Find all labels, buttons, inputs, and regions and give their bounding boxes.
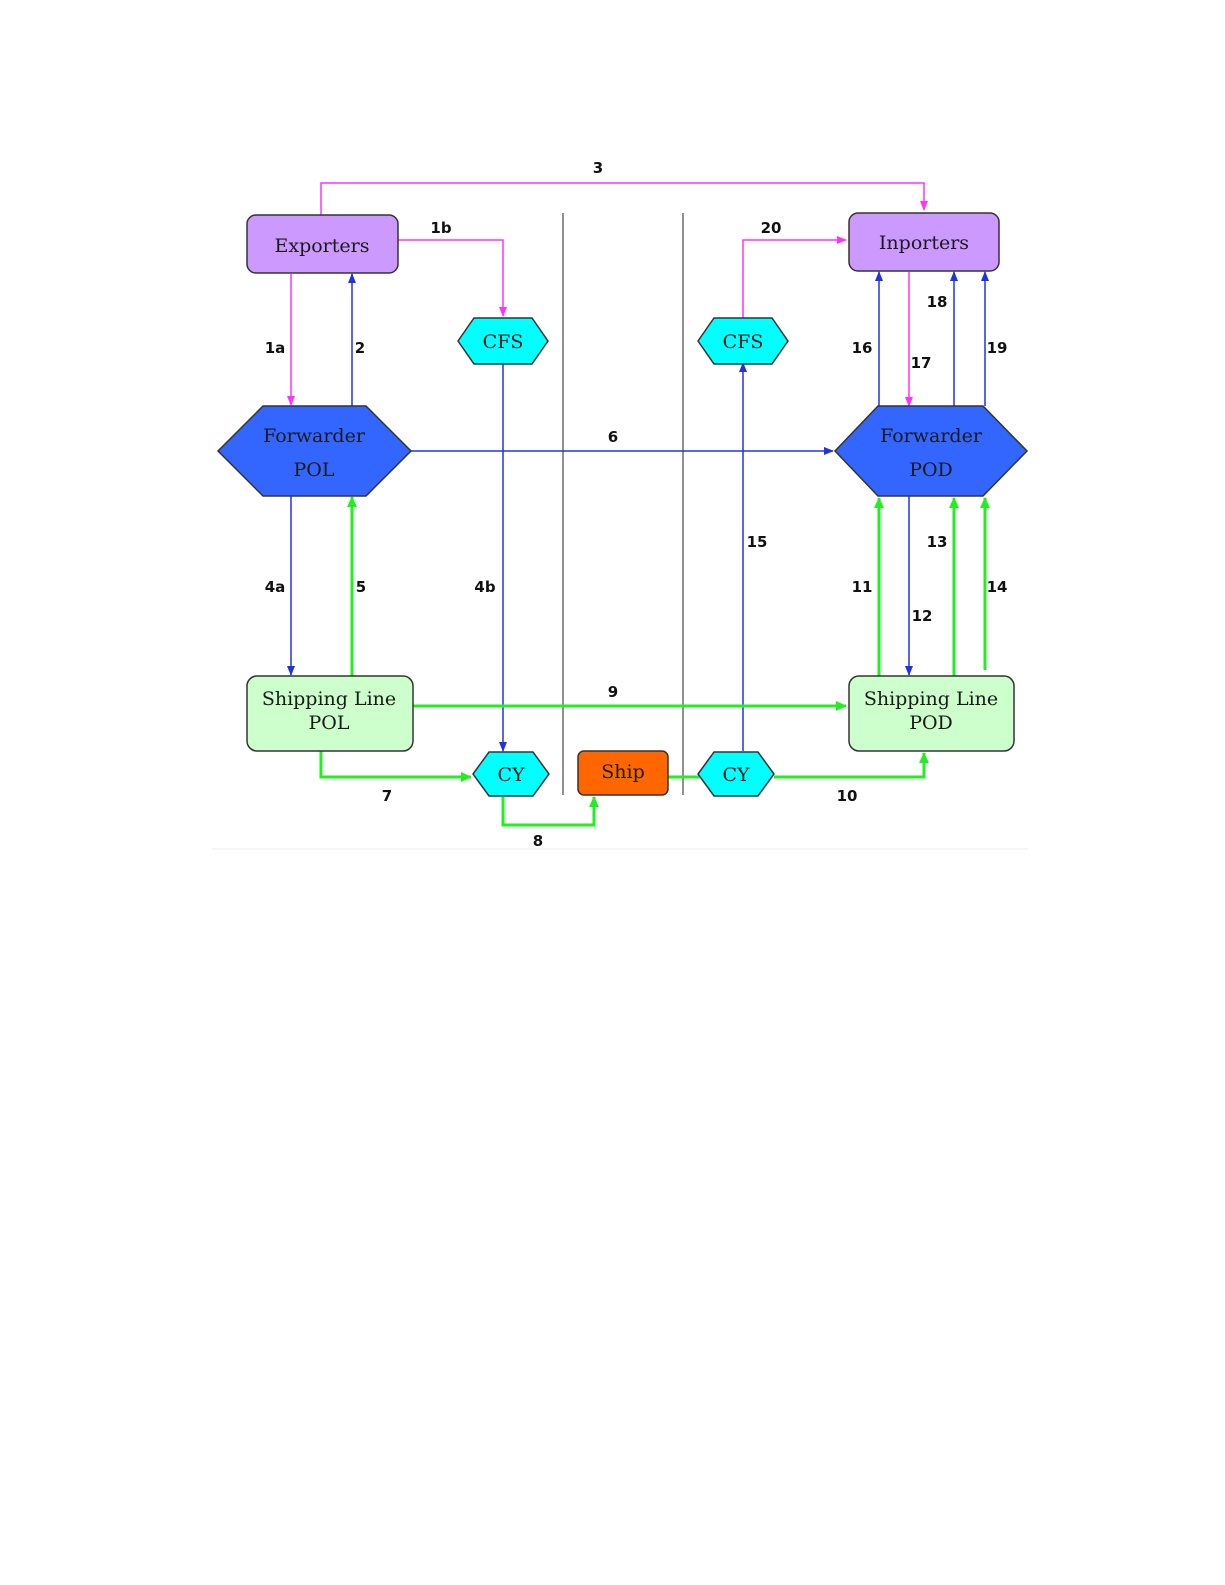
edge-7-label: 7 [382, 787, 392, 805]
exporters-label: Exporters [275, 235, 370, 257]
edge-19-label: 19 [987, 339, 1008, 357]
cy-left-node: CY [473, 752, 549, 796]
edge-9-label: 9 [608, 683, 618, 701]
edge-10-label: 10 [837, 787, 858, 805]
edge-12-label: 12 [912, 607, 933, 625]
edge-17-label: 17 [911, 354, 932, 372]
importers-label: Inporters [879, 232, 969, 254]
edge-15-label: 15 [747, 533, 768, 551]
edge-8-label: 8 [533, 832, 543, 850]
edge-6-label: 6 [608, 428, 618, 446]
edge-1a-label: 1a [265, 339, 286, 357]
cfs-left-node: CFS [458, 318, 548, 364]
edge-16-label: 16 [852, 339, 873, 357]
edge-7-line [321, 751, 471, 777]
forwarder-pol-label-line2: POL [294, 459, 335, 481]
edge-14-label: 14 [987, 578, 1008, 596]
importers-node: Inporters [849, 213, 999, 271]
cfs-right-label: CFS [723, 331, 764, 353]
ship-node: Ship [578, 751, 668, 795]
edge-3-line [321, 183, 924, 215]
shipping-line-pod-label-line2: POD [909, 712, 953, 734]
edge-2-label: 2 [355, 339, 365, 357]
edge-13-label: 13 [927, 533, 948, 551]
shipping-line-pol-label-line1: Shipping Line [262, 688, 396, 710]
edge-4a-label: 4a [265, 578, 286, 596]
ship-label: Ship [601, 761, 645, 783]
edge-8-line [503, 797, 594, 825]
cy-left-label: CY [497, 764, 525, 786]
forwarder-pol-node: Forwarder POL [218, 406, 411, 496]
cy-right-node: CY [698, 752, 774, 796]
shipping-line-pol-label-line2: POL [309, 712, 350, 734]
shipping-line-pol-node: Shipping Line POL [247, 676, 413, 751]
edge-18-label: 18 [927, 293, 948, 311]
cfs-right-node: CFS [698, 318, 788, 364]
exporters-node: Exporters [247, 215, 398, 273]
edge-3-label: 3 [593, 159, 603, 177]
shipping-line-pod-label-line1: Shipping Line [864, 688, 998, 710]
shipping-line-pod-node: Shipping Line POD [849, 676, 1014, 751]
edge-4b-label: 4b [474, 578, 495, 596]
cfs-left-label: CFS [483, 331, 524, 353]
edge-5-label: 5 [356, 578, 366, 596]
forwarder-pol-label-line1: Forwarder [263, 425, 366, 447]
edge-20-label: 20 [761, 219, 782, 237]
edge-20-line [743, 240, 846, 318]
edge-10-line [774, 753, 924, 777]
forwarder-pod-label-line2: POD [909, 459, 953, 481]
forwarder-pod-node: Forwarder POD [835, 406, 1027, 496]
edge-11-label: 11 [852, 578, 873, 596]
forwarder-pod-label-line1: Forwarder [880, 425, 983, 447]
edge-1b-line [398, 240, 503, 316]
edge-1b-label: 1b [430, 219, 451, 237]
cy-right-label: CY [722, 764, 750, 786]
